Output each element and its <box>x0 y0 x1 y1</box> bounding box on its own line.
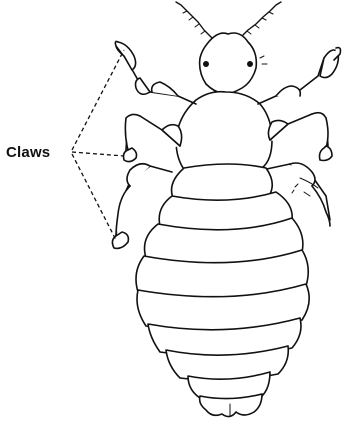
claws-pointer-lines <box>72 50 124 240</box>
head-hairs <box>260 56 267 64</box>
abdomen <box>136 164 309 417</box>
claws-label: Claws <box>6 144 50 161</box>
left-hind-claw <box>112 232 128 248</box>
left-eye <box>203 61 209 67</box>
right-eye <box>247 61 253 67</box>
antennae <box>176 2 281 38</box>
